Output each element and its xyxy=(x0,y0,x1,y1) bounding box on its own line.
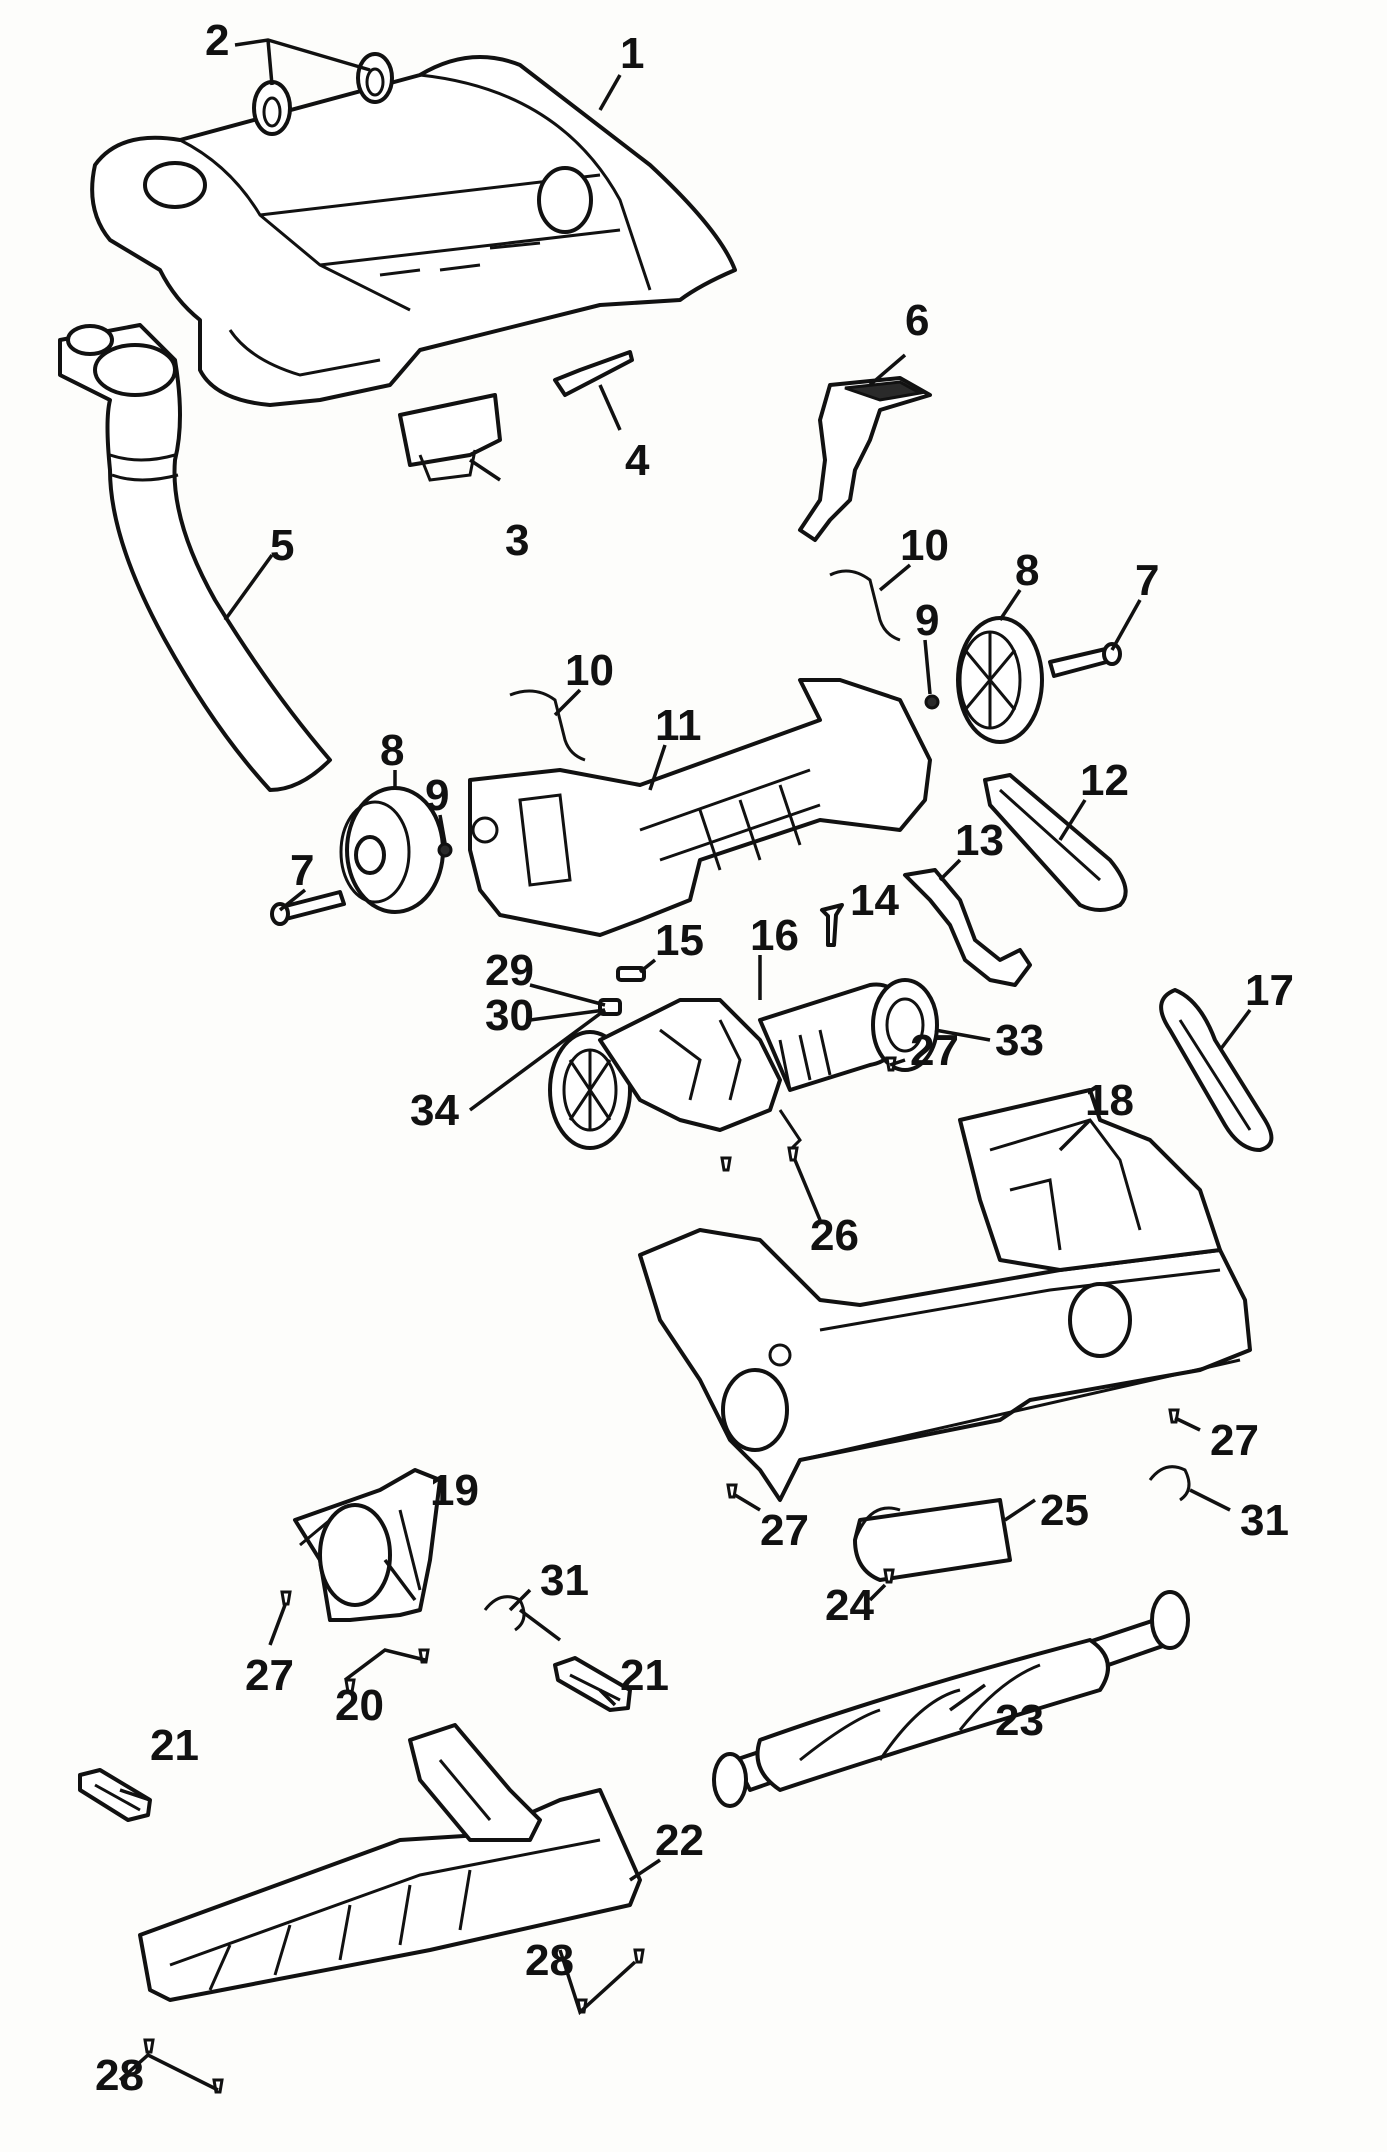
part-wheel-right xyxy=(956,616,1044,744)
part-hose xyxy=(58,323,332,792)
callout-9-right: 9 xyxy=(915,596,939,645)
callout-9-left: 9 xyxy=(425,771,449,820)
callout-28-left: 28 xyxy=(95,2051,144,2100)
part-clip-21-left xyxy=(78,1768,152,1822)
callout-25: 25 xyxy=(1040,1486,1089,1535)
part-ball-right xyxy=(924,694,940,710)
part-pin-15 xyxy=(616,966,646,982)
part-motor-assembly xyxy=(548,978,939,1152)
callout-29: 29 xyxy=(485,946,534,995)
callout-27-motor: 27 xyxy=(910,1026,959,1075)
part-brushroll xyxy=(712,1590,1190,1808)
part-pedal-lever xyxy=(798,376,932,542)
callout-33: 33 xyxy=(995,1016,1044,1065)
part-connector xyxy=(553,350,634,397)
callout-31-right: 31 xyxy=(1240,1496,1289,1545)
callout-27-base: 27 xyxy=(1210,1416,1259,1465)
callout-10-right: 10 xyxy=(900,521,949,570)
part-clip-21-right xyxy=(553,1656,632,1712)
callout-15: 15 xyxy=(655,916,704,965)
callout-8-right: 8 xyxy=(1015,546,1039,595)
part-ball-left xyxy=(437,842,453,858)
callout-5: 5 xyxy=(270,521,294,570)
callout-12: 12 xyxy=(1080,756,1129,805)
callout-16: 16 xyxy=(750,911,799,960)
callout-18: 18 xyxy=(1085,1076,1134,1125)
part-screws xyxy=(143,1056,1180,2094)
part-base-housing xyxy=(638,1088,1252,1502)
callout-14: 14 xyxy=(850,876,899,925)
callout-21-left: 21 xyxy=(150,1721,199,1770)
callout-13: 13 xyxy=(955,816,1004,865)
callout-26: 26 xyxy=(810,1211,859,1260)
part-axle-left xyxy=(270,890,346,926)
part-bottom-plate xyxy=(138,1723,642,2002)
part-belt-guard xyxy=(983,773,1128,912)
callout-2: 2 xyxy=(205,16,229,65)
part-air-duct xyxy=(293,1468,442,1622)
callout-30: 30 xyxy=(485,991,534,1040)
part-latch-block xyxy=(398,393,502,482)
callout-27-duct: 27 xyxy=(245,1651,294,1700)
callout-28-right: 28 xyxy=(525,1936,574,1985)
callout-4: 4 xyxy=(625,436,650,485)
callout-8-left: 8 xyxy=(380,726,404,775)
callout-31-left: 31 xyxy=(540,1556,589,1605)
callout-3: 3 xyxy=(505,516,529,565)
part-clips xyxy=(252,52,394,136)
callout-27-front: 27 xyxy=(760,1506,809,1555)
part-springs xyxy=(509,569,901,762)
callout-23: 23 xyxy=(995,1696,1044,1745)
callout-17: 17 xyxy=(1245,966,1294,1015)
callout-24: 24 xyxy=(825,1581,874,1630)
callout-1: 1 xyxy=(620,29,644,78)
callout-19: 19 xyxy=(430,1466,479,1515)
part-chassis xyxy=(468,678,932,937)
callout-11: 11 xyxy=(655,701,702,750)
part-axle-right xyxy=(1048,642,1122,678)
callout-7-right: 7 xyxy=(1135,556,1159,605)
part-cover-25 xyxy=(853,1498,1012,1582)
part-hood-cover xyxy=(90,55,737,407)
part-screw-14 xyxy=(820,903,844,947)
leader-lines xyxy=(118,38,1252,2092)
callout-10-left: 10 xyxy=(565,646,614,695)
callout-6: 6 xyxy=(905,296,929,345)
part-drive-belt xyxy=(1159,988,1274,1152)
callout-22: 22 xyxy=(655,1816,704,1865)
callout-7-left: 7 xyxy=(290,846,314,895)
part-pivot-arm xyxy=(903,868,1032,987)
callout-20: 20 xyxy=(335,1681,384,1730)
callout-21-right: 21 xyxy=(620,1651,669,1700)
callout-labels: 2 1 3 4 5 6 7 7 8 8 9 9 10 10 11 12 13 1… xyxy=(95,16,1294,2100)
callout-34: 34 xyxy=(410,1086,459,1135)
